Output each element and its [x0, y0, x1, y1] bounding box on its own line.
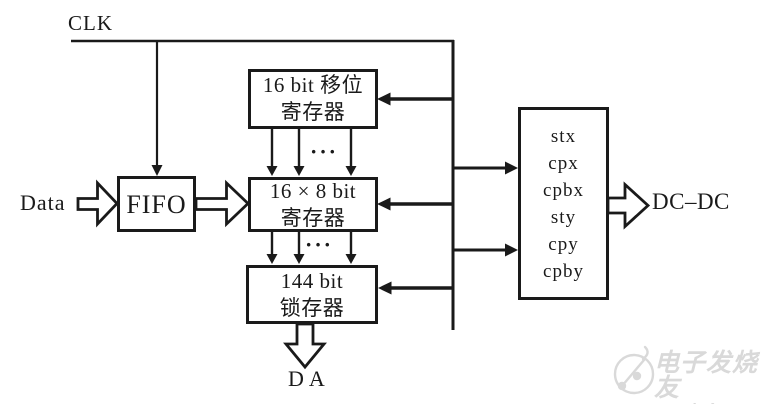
elecfans-logo-icon [613, 345, 655, 395]
latch-block: 144 bit 锁存器 [246, 265, 378, 324]
register-to-latch-arrows [266, 231, 357, 264]
watermark-brand-text: 电子发烧友 [654, 350, 759, 402]
signal-sty: sty [550, 206, 577, 228]
elecfans-watermark: 电子发烧友 www.elecfans.com [608, 343, 762, 404]
dcdc-output-label: DC–DC [652, 189, 730, 214]
clk-to-latch-arrowhead [378, 281, 392, 295]
data-register-block: 16 × 8 bit 寄存器 [248, 177, 378, 232]
clk-to-register-arrowhead [377, 197, 391, 211]
shift-register-label-line1: 16 bit 移位 [262, 73, 364, 97]
output-driver-block: stx cpx cpbx sty cpy cpby [518, 107, 609, 300]
data-input-label: Data [20, 190, 66, 215]
latch-label-line1: 144 bit [280, 268, 344, 293]
watermark-url-text: www.elecfans.com [654, 401, 762, 404]
da-output-block-arrow [283, 322, 327, 370]
ellipsis-shift-to-register: ··· [310, 139, 339, 164]
signal-stx: stx [550, 125, 577, 147]
signal-cpbx: cpbx [543, 179, 584, 201]
da-output-label: DA [288, 366, 330, 391]
signal-cpy: cpy [548, 233, 579, 255]
data-register-label-line1: 16 × 8 bit [269, 178, 357, 203]
signal-cpby: cpby [543, 260, 584, 282]
clk-to-driver-upper-arrowhead [505, 161, 518, 175]
ellipsis-register-to-latch: ··· [305, 232, 334, 257]
latch-label-line2: 锁存器 [279, 295, 345, 320]
signal-cpx: cpx [548, 152, 579, 174]
clk-label: CLK [68, 11, 113, 35]
fifo-label: FIFO [126, 189, 187, 219]
fifo-block: FIFO [117, 176, 196, 232]
clk-to-shift-arrowhead [377, 92, 391, 106]
dcdc-output-block-arrow [606, 181, 651, 230]
data-register-label-line2: 寄存器 [280, 205, 346, 230]
shift-register-label-line2: 寄存器 [280, 100, 346, 124]
shift-to-register-arrows [266, 128, 357, 176]
shift-register-block: 16 bit 移位 寄存器 [248, 69, 378, 129]
data-input-block-arrow [76, 179, 119, 228]
clk-to-driver-lower-arrowhead [505, 243, 518, 257]
fifo-output-block-arrow [194, 179, 251, 228]
clk-to-fifo-arrowhead [151, 165, 163, 176]
